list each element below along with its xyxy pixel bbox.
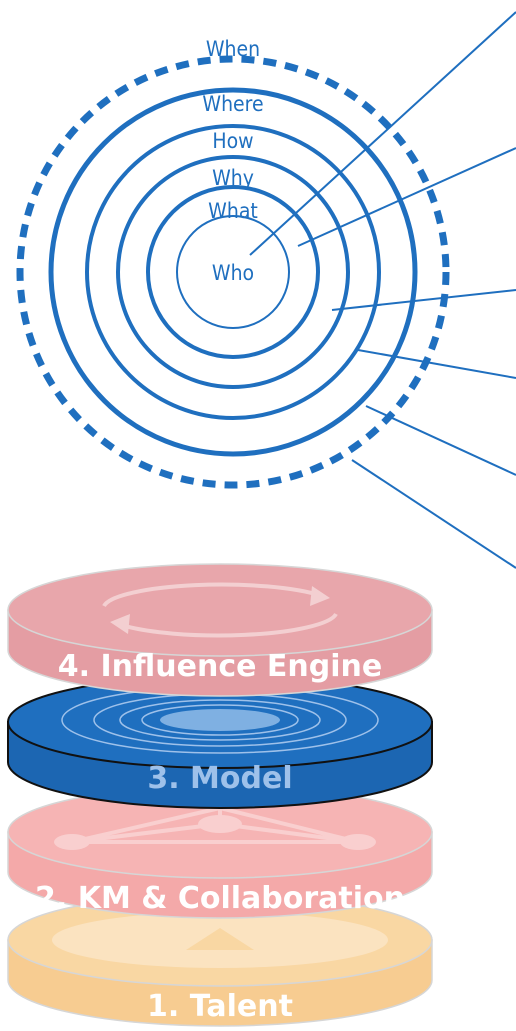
layer-label-km-collaboration: 2. KM & Collaboration xyxy=(35,881,405,916)
layer-influence-engine: 4. Influence Engine xyxy=(7,563,433,697)
ring-labels: Who What Why How Where When xyxy=(202,37,263,285)
leader-line-why xyxy=(331,289,516,311)
layer-model: 3. Model xyxy=(7,675,433,809)
layer-influence-top xyxy=(7,563,433,657)
ring-who xyxy=(176,215,290,329)
layer-km-collaboration: 2. KM & Collaboration xyxy=(7,785,433,919)
ring-label-when: When xyxy=(206,37,260,61)
layer-label-model: 3. Model xyxy=(147,761,292,796)
leader-line-how xyxy=(357,349,516,379)
layer-talent: 1. Talent xyxy=(7,893,433,1027)
ring-where xyxy=(48,87,418,457)
network-icon xyxy=(54,806,376,850)
ring-label-why: Why xyxy=(212,166,254,190)
leader-line-who xyxy=(249,11,516,256)
layer-label-talent: 1. Talent xyxy=(147,989,293,1024)
ring-why xyxy=(116,155,350,389)
model-core-ellipse xyxy=(160,709,280,731)
cycle-arrows-icon xyxy=(102,582,338,638)
ring-when-dashed xyxy=(16,55,450,489)
leader-line-where xyxy=(365,405,516,476)
leader-line-when xyxy=(351,459,516,569)
ring-what xyxy=(146,185,320,359)
concentric-rings xyxy=(16,55,450,489)
ring-label-how: How xyxy=(212,129,253,153)
triangle-icon xyxy=(186,928,254,950)
ring-label-who: Who xyxy=(212,261,254,285)
leader-line-what xyxy=(297,147,516,247)
leader-lines xyxy=(249,11,516,569)
layer-label-influence-engine: 4. Influence Engine xyxy=(58,649,382,684)
ring-label-what: What xyxy=(208,199,258,223)
ring-label-where: Where xyxy=(202,92,263,116)
ring-how xyxy=(85,124,381,420)
